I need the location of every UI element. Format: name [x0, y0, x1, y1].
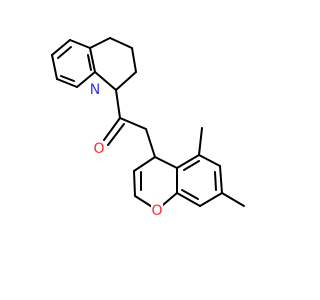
amide-linker — [103, 89, 156, 158]
structure-diagram: N O O — [51, 37, 245, 219]
saturated-ring — [89, 37, 137, 91]
benzene-ring-left — [51, 39, 96, 88]
atom-carbonyl-oxygen: O — [93, 141, 105, 157]
furan-oxygen-label: O — [151, 203, 162, 219]
methyl-groups — [198, 127, 245, 207]
molecule-canvas: N O O — [51, 37, 245, 219]
atom-furan-oxygen: O — [151, 203, 163, 219]
benzene-ring-right — [176, 154, 223, 207]
nitrogen-label: N — [90, 82, 100, 98]
atom-nitrogen: N — [89, 82, 101, 98]
carbonyl-oxygen-label: O — [93, 141, 104, 157]
